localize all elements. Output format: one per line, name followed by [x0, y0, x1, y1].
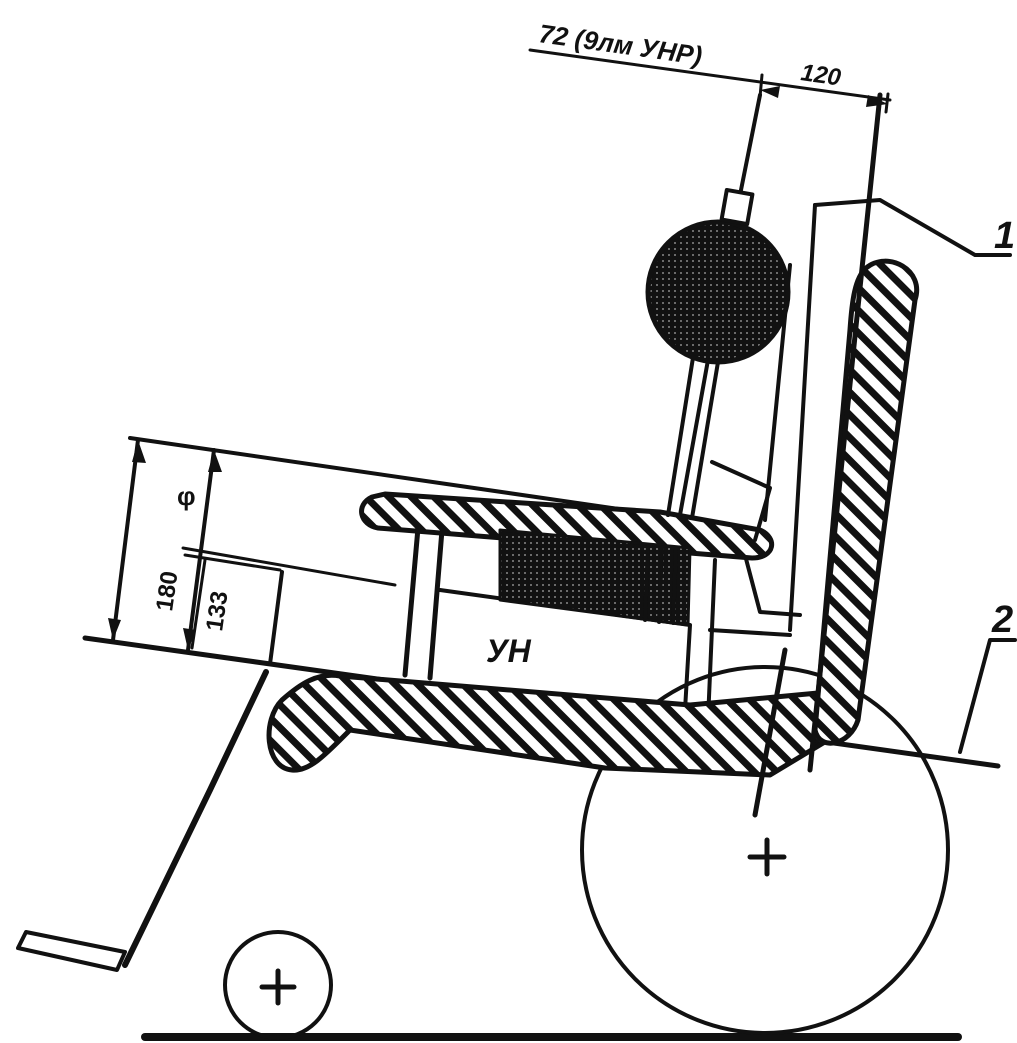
lower-block-3 [708, 628, 792, 637]
leader-line-1 [813, 198, 1012, 257]
pendulum-hook [719, 187, 755, 227]
seat-frame [266, 672, 853, 778]
dimension-label-a: φ [177, 481, 196, 511]
seat-support-2 [427, 527, 445, 681]
leader-label-1: 1 [994, 215, 1015, 257]
dimension-ext-right [884, 92, 890, 114]
dimension-top-line [128, 436, 662, 517]
backrest [812, 258, 920, 746]
dimension-arrows [108, 86, 888, 650]
backrest-tangent-line [807, 92, 883, 773]
seat-load-block [498, 528, 692, 627]
footrest-leg [122, 669, 269, 968]
dimension-vertical-a [111, 438, 140, 642]
leader-line-2 [958, 638, 1017, 754]
front-caster-wheel [223, 930, 333, 1040]
pendulum-weight [645, 219, 791, 365]
backrest-inner-line [788, 203, 817, 632]
dimension-label-width: 120 [799, 59, 843, 91]
dimension-label-b: 180 [151, 569, 183, 612]
thigh-block-outline [268, 570, 284, 666]
rear-wheel [580, 665, 950, 1035]
leader-label-2: 2 [991, 599, 1013, 641]
lower-block-2 [706, 558, 717, 722]
thigh-block-top [183, 553, 282, 572]
back-to-hub-line [752, 647, 788, 818]
footrest-plate [16, 930, 127, 972]
seat-load-block-lines [643, 544, 678, 625]
center-label: УН [486, 633, 532, 669]
pendulum-axis-line [738, 93, 762, 197]
dimension-tick-mid [181, 546, 397, 587]
seat-cushion [359, 491, 774, 561]
seat-support-1 [402, 525, 421, 678]
weight-arm [666, 343, 722, 520]
dimension-ext-left [758, 73, 764, 99]
dimension-label-c: 133 [201, 589, 233, 632]
lower-block-4 [743, 553, 802, 617]
dimension-top-baseline [528, 48, 892, 102]
front-caster-hub [259, 968, 297, 1006]
rear-wheel-hub [747, 837, 787, 877]
